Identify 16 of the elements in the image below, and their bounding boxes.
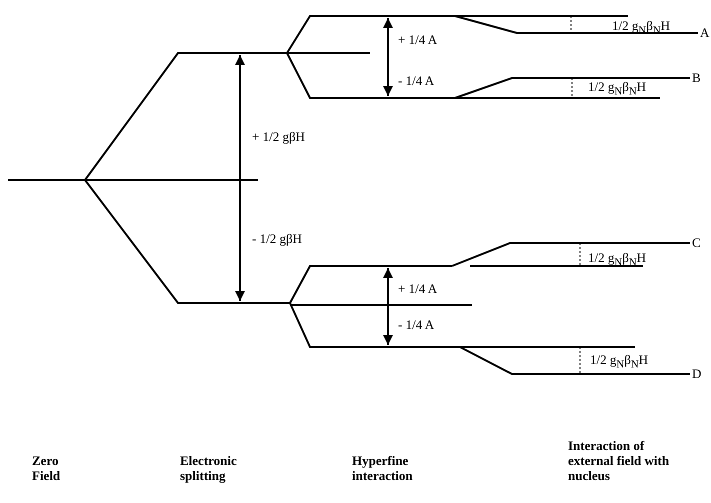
level-label: C [692,236,701,250]
energy-term-label: + 1/4 A [398,33,438,47]
energy-term-label: - 1/2 gβH [252,232,302,246]
energy-term-label: + 1/2 gβH [252,130,305,144]
level-label: A [700,26,710,40]
energy-term-label: + 1/4 A [398,282,438,296]
energy-term-label: 1/2 g$_{N}$β$_{N}$H [588,80,646,99]
energy-term-label: - 1/4 A [398,74,434,88]
column-heading: Electronic splitting [180,453,238,483]
level-label: B [692,71,701,85]
level-label: D [692,367,702,381]
energy-term-label: - 1/4 A [398,318,434,332]
column-heading: Hyperfine interaction [352,453,414,483]
column-heading: Interaction of external field with nucleus [568,438,670,483]
column-heading: Zero Field [32,453,62,483]
energy-term-label: 1/2 g$_{N}$β$_{N}$H [590,353,648,372]
